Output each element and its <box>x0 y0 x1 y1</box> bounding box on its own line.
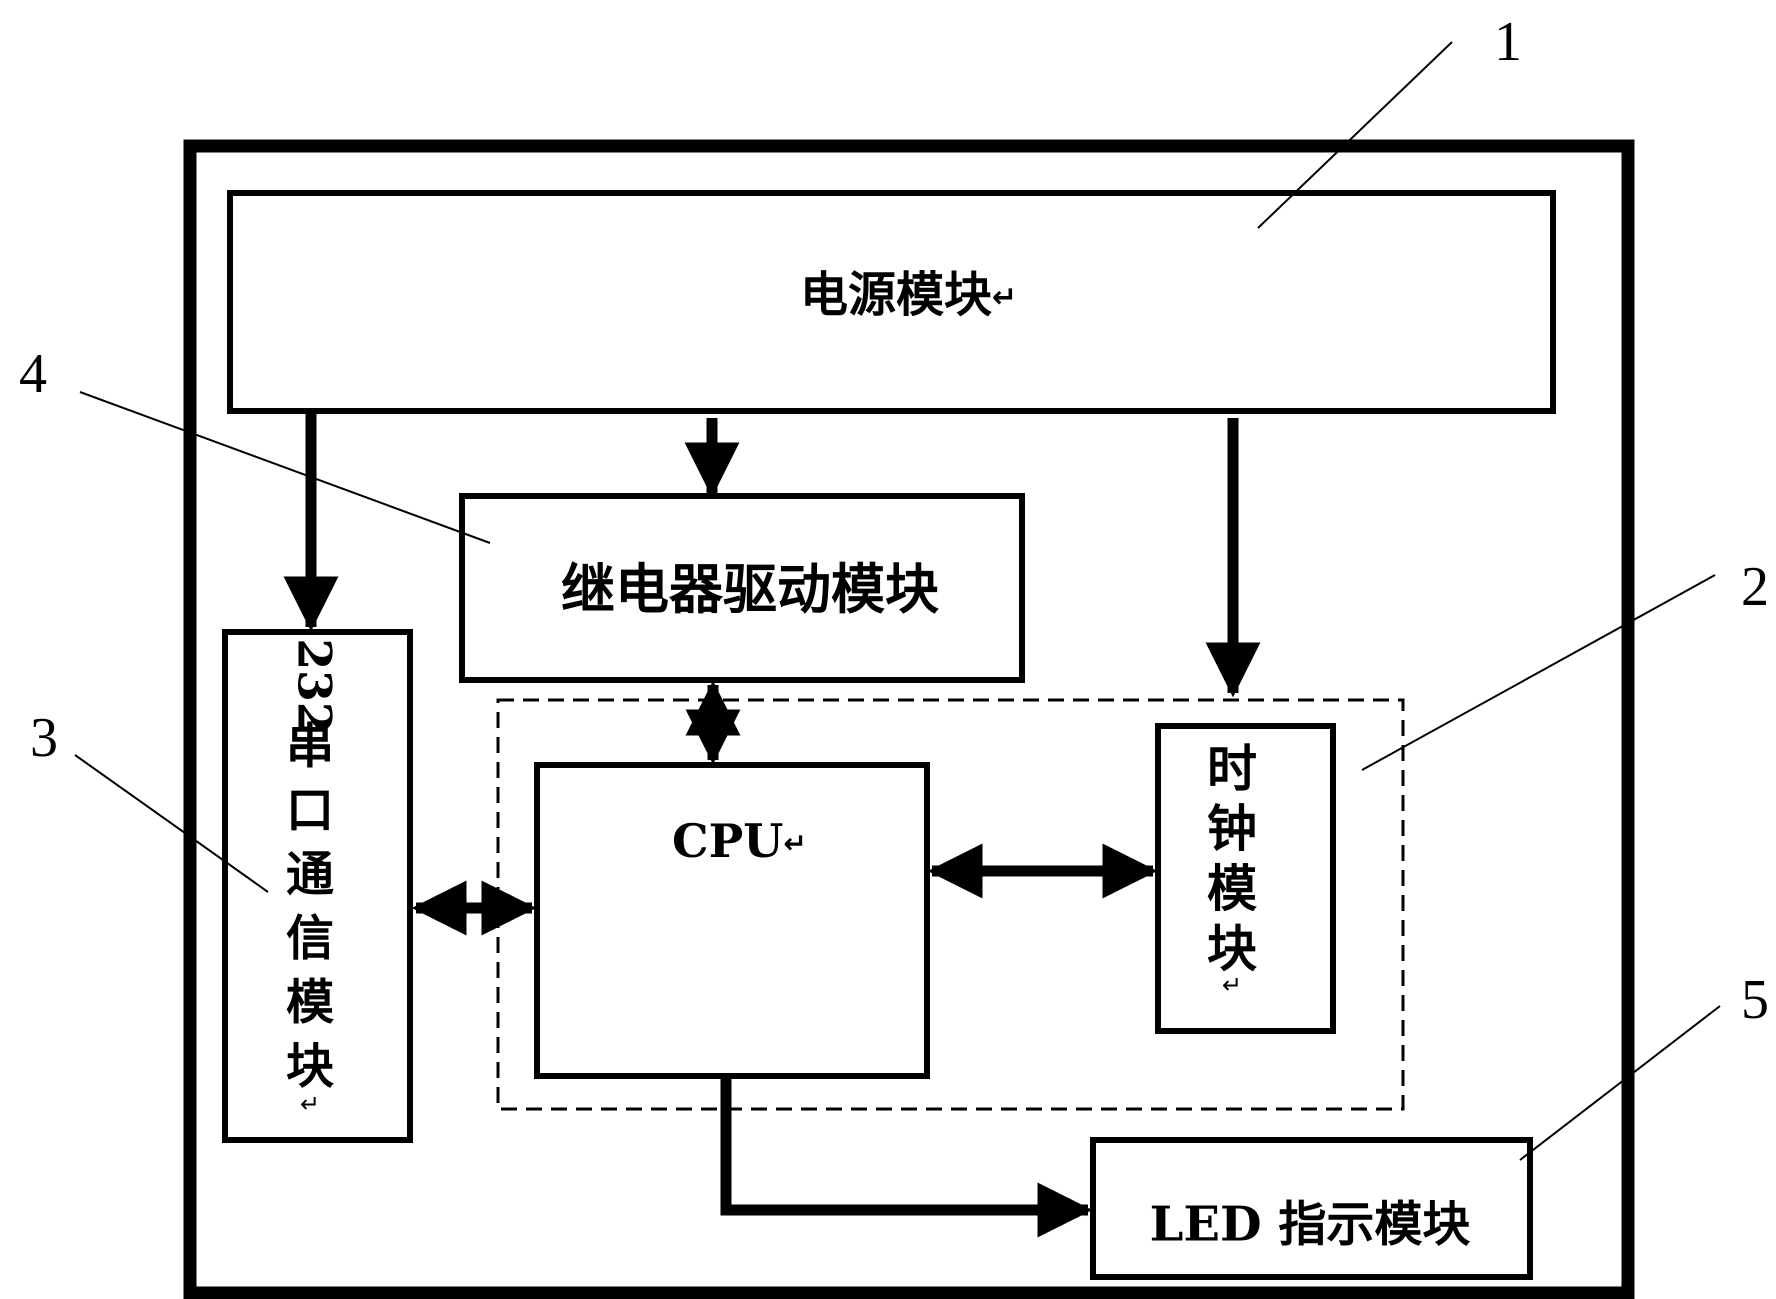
cpu-clock-group <box>496 698 1405 1111</box>
serial-comm-label-char: 口 <box>286 783 334 839</box>
leader-line-2 <box>1361 574 1716 771</box>
svg-text:电源模块↵: 电源模块↵ <box>800 267 1017 323</box>
cpu-module: CPU↵ <box>534 762 930 1079</box>
serial-comm-label-char: 串 <box>286 719 334 775</box>
callout-3: 3 <box>30 707 58 769</box>
callout-4: 4 <box>19 343 47 405</box>
arrow-cpu-to-led <box>720 1079 1093 1238</box>
cpu-label: CPU <box>672 814 783 868</box>
callout-1: 1 <box>1494 11 1522 73</box>
serial-comm-label-char: 232 <box>288 638 342 733</box>
svg-text:CPU↵: CPU↵ <box>672 814 807 868</box>
power-module-label: 电源模块 <box>800 267 992 323</box>
power-module-mark: ↵ <box>992 280 1017 315</box>
serial-comm-label-char: 块 <box>286 1039 334 1095</box>
leader-line-5 <box>1519 1005 1721 1161</box>
led-indicator-module: LED 指示模块 <box>1090 1137 1533 1280</box>
serial-comm-label-char: 模 <box>286 975 334 1031</box>
clock-module-label-char: 钟 <box>1207 799 1257 858</box>
cpu-mark: ↵ <box>783 827 806 860</box>
callout-2: 2 <box>1741 556 1769 618</box>
serial-comm-label-char: 通 <box>286 847 334 903</box>
callout-5: 5 <box>1741 969 1769 1031</box>
leader-line-4 <box>79 391 491 544</box>
outer-enclosure <box>183 139 1635 1299</box>
relay-driver-module: 继电器驱动模块 <box>459 493 1025 683</box>
clock-module-label-char: 时 <box>1207 739 1257 798</box>
clock-module-label-char: 块 <box>1207 919 1257 978</box>
clock-module-label-mark: ↵ <box>1222 971 1242 999</box>
led-indicator-label: LED 指示模块 <box>1150 1197 1471 1253</box>
power-module: 电源模块↵ <box>227 190 1556 414</box>
serial-comm-label-mark: ↵ <box>300 1090 320 1118</box>
clock-module-label-char: 模 <box>1207 859 1257 918</box>
leader-line-1 <box>1257 41 1453 229</box>
serial-comm-label-char: 信 <box>286 911 334 967</box>
relay-driver-label: 继电器驱动模块 <box>561 557 939 621</box>
leader-line-3 <box>74 754 269 893</box>
